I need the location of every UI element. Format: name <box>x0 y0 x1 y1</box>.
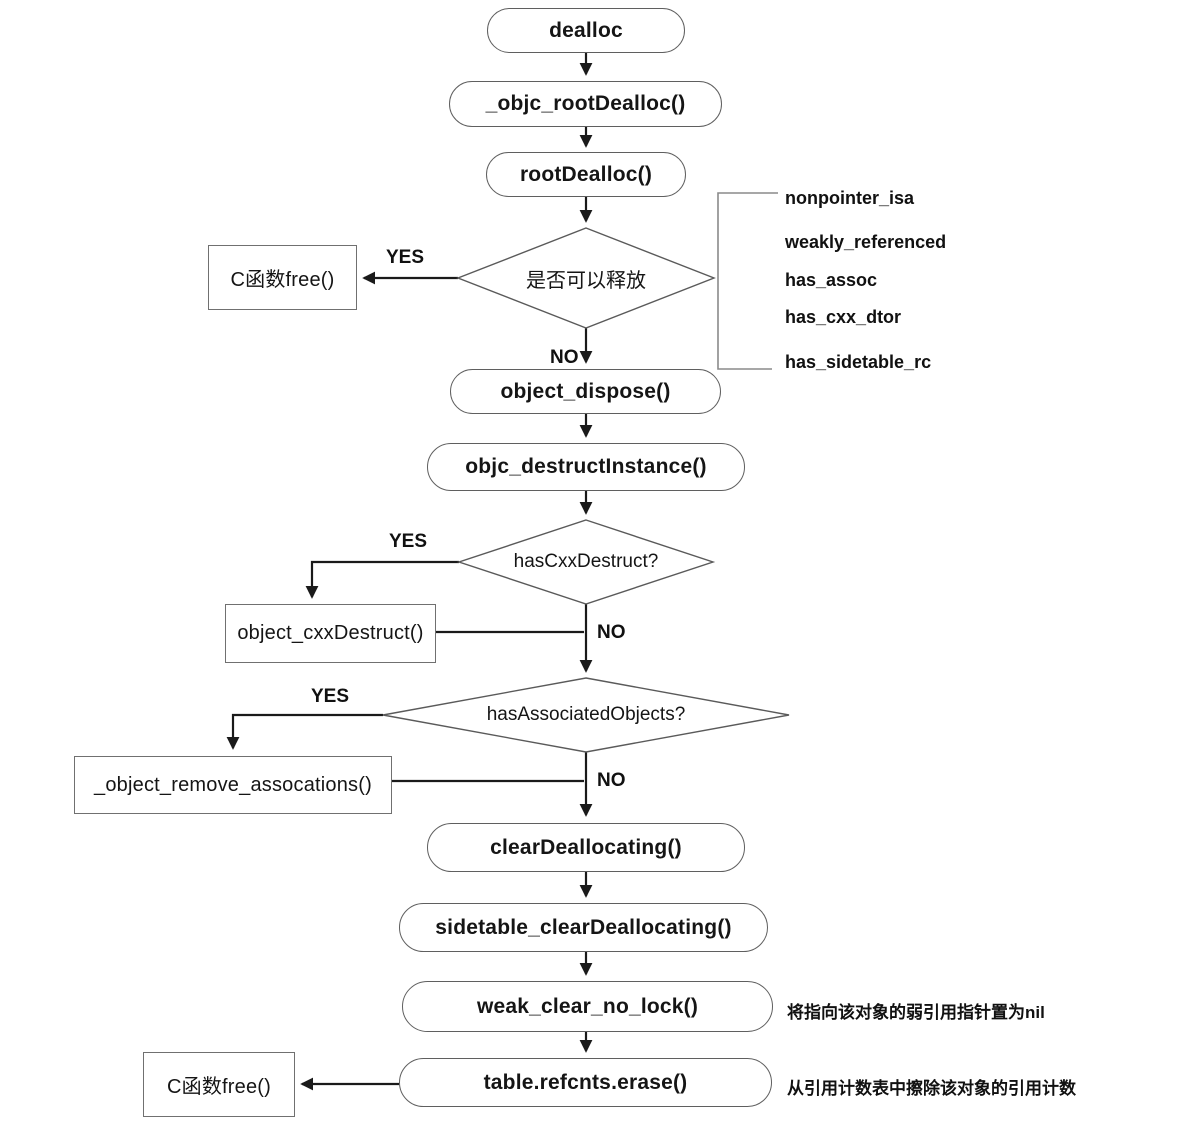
note-weak-clear: 将指向该对象的弱引用指针置为nil <box>787 1003 1045 1022</box>
edge-label-no-can-release: NO <box>550 347 579 368</box>
decision-has-associated-objects-label: hasAssociatedObjects? <box>486 704 686 725</box>
decision-has-associated-objects-shape <box>382 677 790 753</box>
node-weak-clear-no-lock: weak_clear_no_lock() <box>402 981 773 1032</box>
node-table-refcnts-erase: table.refcnts.erase() <box>399 1058 772 1107</box>
note-refcnt-erase: 从引用计数表中擦除该对象的引用计数 <box>787 1079 1076 1098</box>
arrow-yes-to-remove-assocations <box>226 713 383 750</box>
node-object-dispose: object_dispose() <box>450 369 721 414</box>
node-dealloc: dealloc <box>487 8 685 53</box>
node-sidetable-clear-deallocating: sidetable_clearDeallocating() <box>399 903 768 952</box>
node-object-cxx-destruct: object_cxxDestruct() <box>225 604 436 663</box>
edge-label-yes-has-assoc: YES <box>311 686 350 707</box>
node-rootdealloc: rootDealloc() <box>486 152 686 197</box>
edge-label-no-has-cxx: NO <box>597 622 626 643</box>
decision-has-cxx-destruct-label: hasCxxDestruct? <box>513 551 659 572</box>
edge-label-yes-can-release: YES <box>386 247 425 268</box>
arrow-yes-to-object-cxx-destruct <box>305 560 459 599</box>
isa-flag-weakly-referenced: weakly_referenced <box>785 232 947 252</box>
edge-label-no-has-assoc: NO <box>597 770 626 791</box>
isa-flag-nonpointer-isa: nonpointer_isa <box>785 188 915 208</box>
node-c-free-top: C函数free() <box>208 245 357 310</box>
isa-flag-has-assoc: has_assoc <box>785 270 878 290</box>
edge-label-yes-has-cxx: YES <box>389 531 428 552</box>
node-object-remove-assocations: _object_remove_assocations() <box>74 756 392 814</box>
isa-flags-bracket <box>717 192 778 370</box>
node-clear-deallocating: clearDeallocating() <box>427 823 745 872</box>
node-objc-destruct-instance: objc_destructInstance() <box>427 443 745 491</box>
decision-has-cxx-destruct-shape <box>456 519 716 605</box>
node-c-free-bottom: C函数free() <box>143 1052 295 1117</box>
decision-can-release-label: 是否可以释放 <box>526 269 646 292</box>
node-objc-rootdealloc: _objc_rootDealloc() <box>449 81 722 127</box>
decision-can-release-shape <box>456 227 716 329</box>
isa-flag-has-sidetable-rc: has_sidetable_rc <box>785 352 932 372</box>
isa-flag-has-cxx-dtor: has_cxx_dtor <box>785 307 902 327</box>
